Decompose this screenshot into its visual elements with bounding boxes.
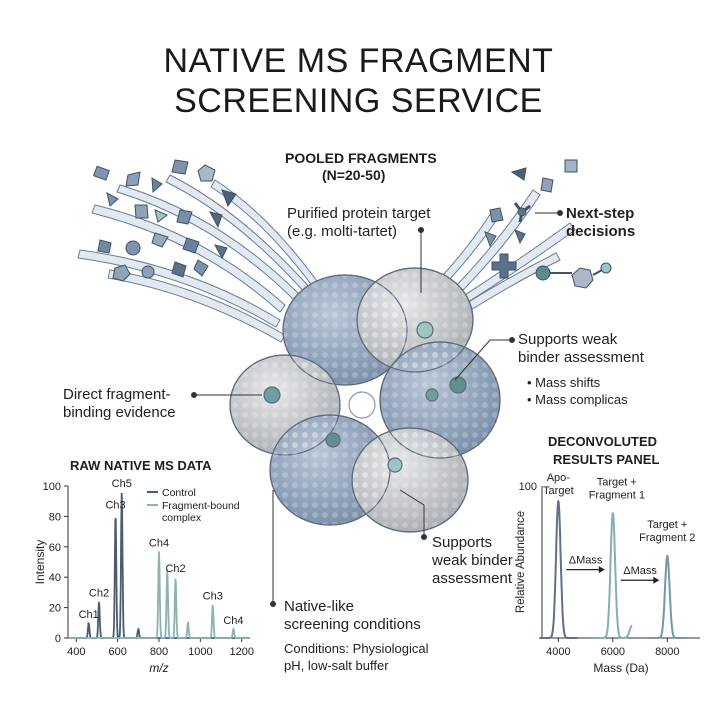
raw-y-tick-label: 80	[49, 511, 61, 523]
supports-bottom-label-2: weak binder	[432, 552, 513, 569]
next-step-label-2: decisions	[566, 223, 636, 240]
right-fragments	[484, 159, 612, 289]
deconv-peak-label: Target +	[647, 519, 687, 531]
raw-x-tick-label: 600	[108, 646, 126, 658]
raw-peak-label: Ch4	[149, 537, 169, 549]
deconv-peak-label: Target	[543, 485, 574, 497]
raw-x-axis-label: m/z	[149, 661, 168, 675]
protein-complex	[229, 267, 501, 533]
deconv-peak-label: Target +	[597, 476, 637, 488]
deconv-x-tick-label: 8000	[655, 646, 679, 658]
direct-evidence-label-2: binding evidence	[63, 404, 176, 421]
raw-legend-label: Control	[162, 487, 196, 499]
pooled-fragments-heading: POOLED FRAGMENTS	[285, 150, 437, 166]
pooled-fragments-count: (N=20-50)	[322, 167, 386, 183]
raw-peak-label: Ch1	[79, 609, 99, 621]
bullet-mass-complicas: • Mass complicas	[527, 392, 628, 407]
next-step-label: Next-step	[566, 205, 635, 222]
raw-x-tick-label: 800	[150, 646, 168, 658]
native-conditions-label-2: screening conditions	[284, 616, 421, 633]
raw-ms-chart: 0 20 40 60 80 100 400 600 800 1000 1200 m/z Intensit…	[33, 478, 254, 675]
raw-peak-label: Ch5	[112, 478, 132, 490]
raw-peak-label: Ch3	[203, 591, 223, 603]
raw-peak-label: Ch2	[89, 588, 109, 600]
deconv-y-tick-label: 100	[519, 481, 537, 493]
supports-top-label: Supports weak	[518, 331, 618, 348]
raw-x-tick-label: 1000	[188, 646, 212, 658]
raw-peak-label: Ch2	[165, 563, 185, 575]
raw-legend-label: complex	[162, 512, 202, 524]
raw-peak-label: Ch3	[105, 499, 125, 511]
target-label: Purified protein target	[287, 205, 431, 222]
delta-mass-label: ΔMass	[623, 565, 657, 577]
delta-mass-arrowhead	[598, 566, 605, 574]
direct-evidence-label: Direct fragment-	[63, 386, 171, 403]
deconv-x-tick-label: 4000	[546, 646, 570, 658]
deconv-peak	[539, 499, 578, 639]
supports-bottom-label: Supports	[432, 534, 493, 551]
delta-mass-label: ΔMass	[569, 555, 603, 567]
callout-lines	[191, 210, 563, 607]
raw-peak-label: Ch4	[223, 615, 243, 627]
raw-series-fragment-bound	[68, 551, 250, 639]
deconv-peak	[648, 554, 687, 639]
deconv-peak-label: Apo-	[547, 472, 571, 484]
deconv-x-tick-label: 6000	[601, 646, 625, 658]
raw-y-axis-label: Intensity	[33, 540, 47, 585]
deconv-y-axis-label: Relative Abundance	[515, 511, 527, 613]
left-fragments	[93, 159, 237, 282]
deconv-title-line2: RESULTS PANEL	[553, 452, 660, 467]
supports-bottom-label-3: assessment	[432, 570, 513, 587]
deconv-peak	[593, 511, 633, 639]
raw-x-tick-label: 400	[67, 646, 85, 658]
conditions-detail: Conditions: Physiological	[284, 641, 429, 656]
raw-y-tick-label: 100	[43, 481, 61, 493]
conditions-detail-2: pH, low-salt buffer	[284, 658, 389, 673]
deconv-x-axis-label: Mass (Da)	[593, 661, 648, 675]
native-conditions-label: Native-like	[284, 598, 355, 615]
title-line-2: SCREENING SERVICE	[174, 82, 543, 120]
deconv-title-line1: DECONVOLUTED	[548, 434, 658, 449]
raw-x-tick-label: 1200	[229, 646, 253, 658]
target-example: (e.g. molti-tartet)	[287, 223, 398, 240]
deconv-peak-label: Fragment 2	[639, 532, 695, 544]
raw-y-tick-label: 60	[49, 542, 61, 554]
raw-legend-label: Fragment-bound	[162, 500, 240, 512]
supports-top-label-2: binder assessment	[518, 349, 644, 366]
title-line-1: NATIVE MS FRAGMENT	[163, 42, 554, 80]
delta-mass-arrowhead	[653, 576, 660, 584]
deconv-peak-label: Fragment 1	[589, 489, 645, 501]
raw-ms-title: RAW NATIVE MS DATA	[70, 458, 212, 473]
raw-y-tick-label: 40	[49, 572, 61, 584]
raw-y-tick-label: 20	[49, 603, 61, 615]
bullet-mass-shifts: • Mass shifts	[527, 375, 601, 390]
raw-y-tick-label: 0	[55, 633, 61, 645]
